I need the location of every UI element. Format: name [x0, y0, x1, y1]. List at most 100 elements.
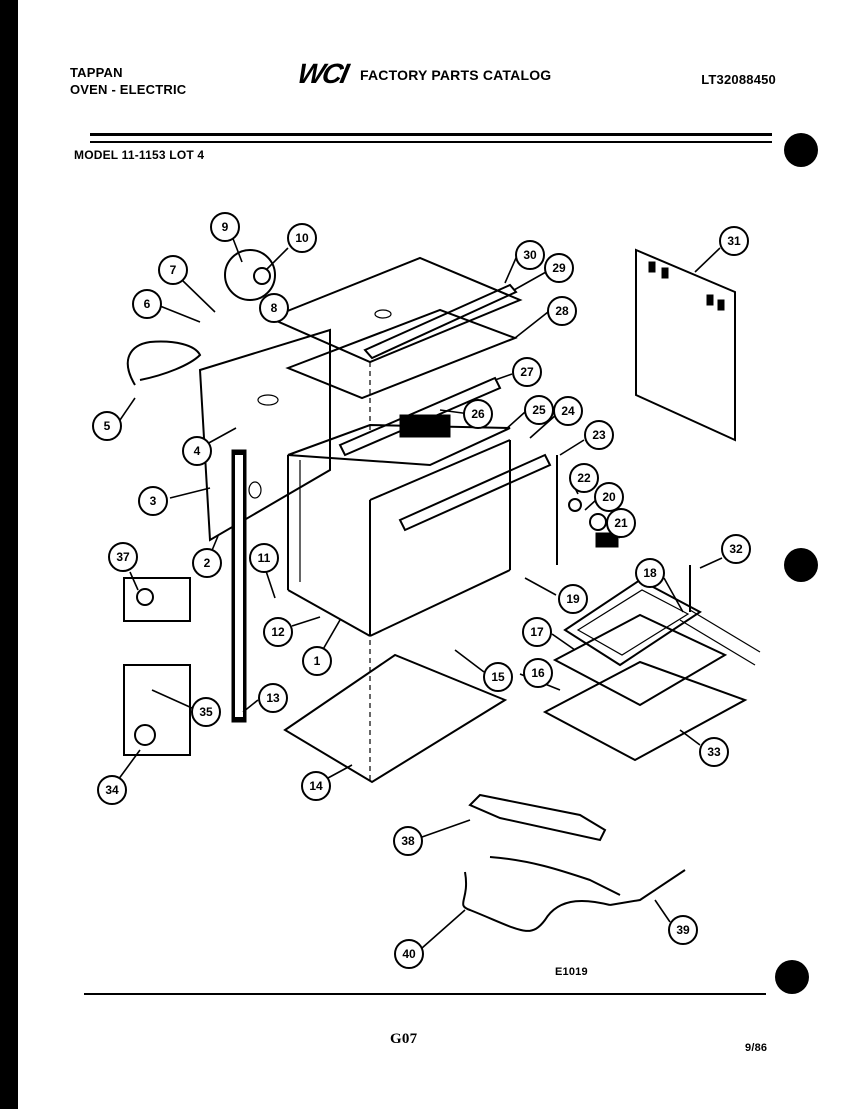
- binder-hole-middle: [784, 548, 818, 582]
- document-number: LT32088450: [701, 72, 776, 87]
- bake-broil-elements: [462, 793, 686, 932]
- callout-12: 12: [263, 617, 293, 647]
- callout-5: 5: [92, 411, 122, 441]
- callout-39: 39: [668, 915, 698, 945]
- callout-38: 38: [393, 826, 423, 856]
- callout-label: 28: [555, 304, 569, 318]
- footer-rule: [84, 993, 766, 995]
- callout-19: 19: [558, 584, 588, 614]
- callout-29: 29: [544, 253, 574, 283]
- callout-label: 35: [199, 705, 213, 719]
- callout-label: 30: [523, 248, 537, 262]
- callout-30: 30: [515, 240, 545, 270]
- callout-17: 17: [522, 617, 552, 647]
- callout-label: 9: [222, 220, 229, 234]
- oven-liner-box: [287, 414, 552, 637]
- callout-label: 22: [577, 471, 591, 485]
- callout-label: 26: [471, 407, 485, 421]
- callout-11: 11: [249, 543, 279, 573]
- callout-label: 24: [561, 404, 575, 418]
- door-gasket-strip: [231, 449, 247, 723]
- callout-label: 6: [144, 297, 151, 311]
- brand-name: TAPPAN: [70, 65, 123, 80]
- callout-9: 9: [210, 212, 240, 242]
- callout-label: 40: [402, 947, 416, 961]
- callout-22: 22: [569, 463, 599, 493]
- bottom-panel: [283, 640, 508, 784]
- callout-25: 25: [524, 395, 554, 425]
- header-left: TAPPAN OVEN - ELECTRIC: [70, 64, 186, 98]
- callout-21: 21: [606, 508, 636, 538]
- catalog-title: FACTORY PARTS CATALOG: [360, 67, 552, 83]
- header-rule-bottom: [90, 141, 772, 143]
- callout-label: 21: [614, 516, 628, 530]
- callout-label: 23: [592, 428, 606, 442]
- callout-label: 5: [104, 419, 111, 433]
- callout-35: 35: [191, 697, 221, 727]
- callout-14: 14: [301, 771, 331, 801]
- callout-6: 6: [132, 289, 162, 319]
- callout-32: 32: [721, 534, 751, 564]
- callout-label: 19: [566, 592, 580, 606]
- callout-label: 14: [309, 779, 323, 793]
- header-rule-top: [90, 133, 772, 136]
- binder-hole-bottom: [775, 960, 809, 994]
- leader-lines: [117, 235, 723, 949]
- callout-label: 7: [170, 263, 177, 277]
- callout-label: 13: [266, 691, 280, 705]
- drawing-code: E1019: [555, 966, 588, 978]
- rear-panel: [635, 248, 736, 442]
- callout-label: 27: [520, 365, 534, 379]
- callout-23: 23: [584, 420, 614, 450]
- callout-label: 20: [602, 490, 616, 504]
- callout-4: 4: [182, 436, 212, 466]
- callout-label: 12: [271, 625, 285, 639]
- callout-10: 10: [287, 223, 317, 253]
- callout-label: 2: [204, 556, 211, 570]
- callout-34: 34: [97, 775, 127, 805]
- callout-37: 37: [108, 542, 138, 572]
- callout-27: 27: [512, 357, 542, 387]
- callout-label: 4: [194, 444, 201, 458]
- callout-20: 20: [594, 482, 624, 512]
- callout-24: 24: [553, 396, 583, 426]
- callout-26: 26: [463, 399, 493, 429]
- callout-label: 32: [729, 542, 743, 556]
- callout-label: 11: [258, 551, 271, 565]
- broil-pan-assembly: [542, 565, 761, 762]
- callout-16: 16: [523, 658, 553, 688]
- callout-label: 1: [314, 654, 321, 668]
- callout-label: 18: [643, 566, 657, 580]
- page-code: G07: [390, 1031, 418, 1047]
- callout-label: 33: [707, 745, 721, 759]
- binder-hole-top: [784, 133, 818, 167]
- callout-label: 25: [532, 403, 546, 417]
- callout-15: 15: [483, 662, 513, 692]
- callout-1: 1: [302, 646, 332, 676]
- wiring-harness: [126, 340, 202, 386]
- model-line: MODEL 11-1153 LOT 4: [74, 148, 205, 162]
- callout-label: 31: [727, 234, 741, 248]
- callout-label: 39: [676, 923, 690, 937]
- revision-date: 9/86: [745, 1042, 768, 1054]
- callout-33: 33: [699, 737, 729, 767]
- callout-label: 34: [105, 783, 119, 797]
- callout-label: 10: [295, 231, 309, 245]
- callout-label: 16: [531, 666, 545, 680]
- oven-side-panel: [198, 328, 331, 542]
- loose-small-parts: [123, 249, 276, 756]
- callout-40: 40: [394, 939, 424, 969]
- callout-3: 3: [138, 486, 168, 516]
- callout-8: 8: [259, 293, 289, 323]
- callout-18: 18: [635, 558, 665, 588]
- callout-31: 31: [719, 226, 749, 256]
- callout-label: 38: [401, 834, 415, 848]
- callout-label: 3: [150, 494, 157, 508]
- callout-label: 8: [271, 301, 278, 315]
- product-name: OVEN - ELECTRIC: [70, 82, 187, 97]
- element-rear-parts: [556, 455, 619, 565]
- callout-label: 29: [552, 261, 566, 275]
- callout-13: 13: [258, 683, 288, 713]
